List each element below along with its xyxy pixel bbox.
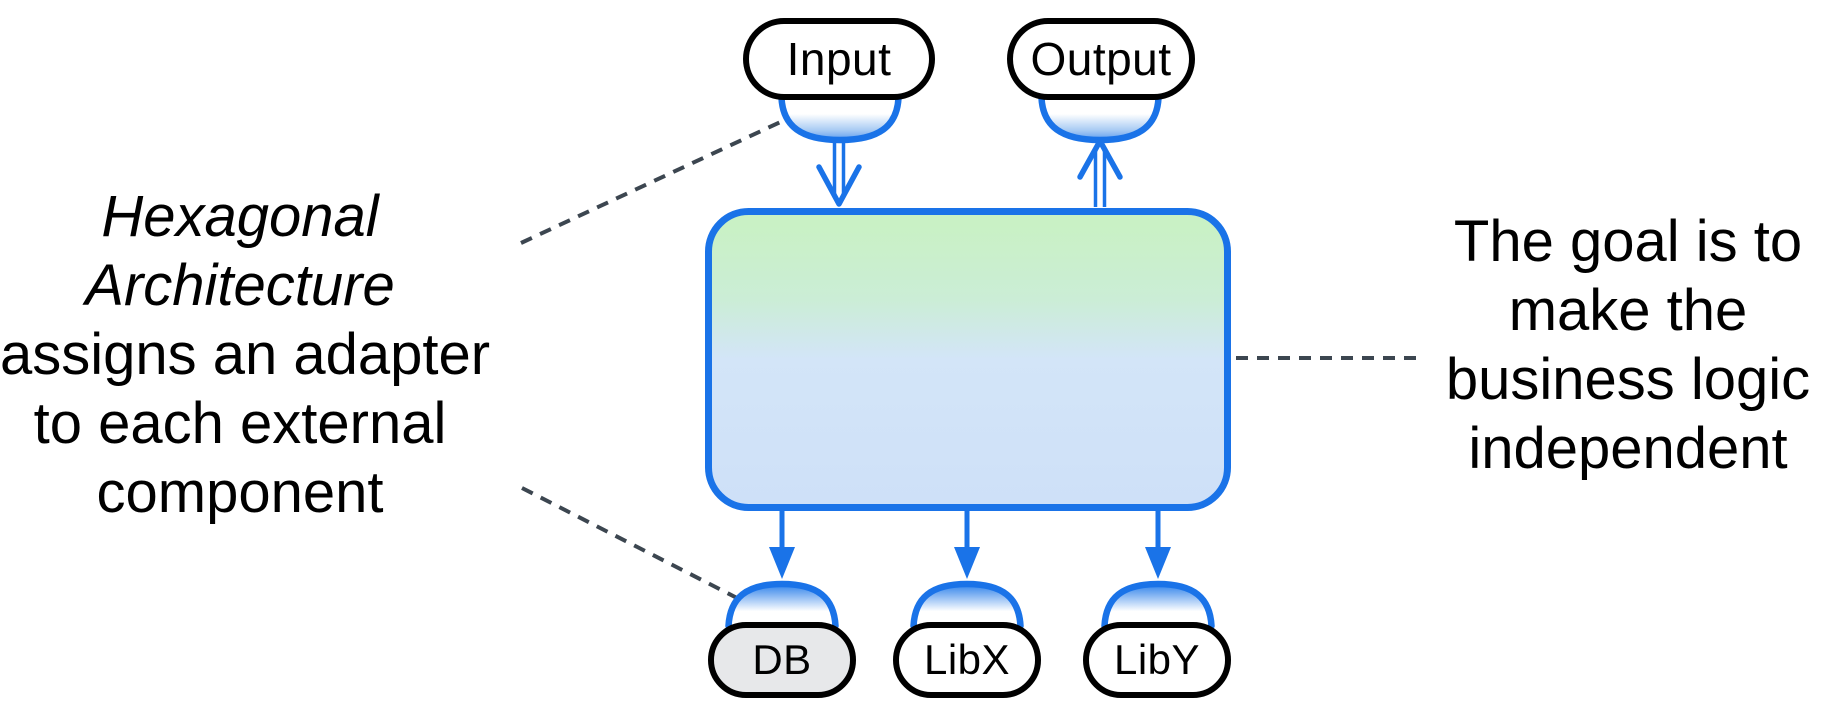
input-adapter	[778, 94, 902, 144]
db-node-label: DB	[752, 636, 812, 683]
callout-line-left-to-db-adapter	[521, 486, 738, 600]
input-flow-arrow	[816, 141, 862, 207]
output-adapter	[1038, 94, 1162, 144]
right-annotation-line: business logic	[1445, 347, 1811, 412]
right-annotation-line: The goal is to	[1453, 209, 1803, 274]
left-annotation-line: Hexagonal	[101, 184, 379, 249]
business-logic-box[interactable]	[705, 208, 1231, 511]
liby-node-label: LibY	[1113, 636, 1201, 683]
left-annotation-line: component	[96, 460, 384, 525]
input-node[interactable]: Input	[743, 18, 935, 100]
db-adapter	[725, 580, 839, 630]
right-annotation: The goal is to make the business logic i…	[1432, 207, 1824, 483]
libx-adapter	[910, 580, 1024, 630]
right-annotation-line: make the	[1508, 278, 1748, 343]
libx-node-label: LibX	[923, 636, 1011, 683]
db-arrow	[769, 511, 795, 579]
output-flow-arrow	[1077, 138, 1123, 207]
left-annotation: Hexagonal Architecture assigns an adapte…	[0, 182, 491, 527]
liby-arrow	[1145, 511, 1171, 579]
libx-arrow	[954, 511, 980, 579]
output-node[interactable]: Output	[1007, 18, 1195, 100]
left-annotation-line: to each external	[33, 391, 447, 456]
liby-node[interactable]: LibY	[1083, 622, 1231, 698]
output-node-label: Output	[1030, 33, 1172, 85]
callout-line-left-to-input-adapter	[520, 116, 790, 245]
liby-adapter	[1101, 580, 1215, 630]
left-annotation-line: assigns an adapter	[0, 322, 491, 387]
db-node[interactable]: DB	[708, 622, 856, 698]
left-annotation-line: Architecture	[85, 253, 395, 318]
libx-node[interactable]: LibX	[893, 622, 1041, 698]
right-annotation-line: independent	[1468, 416, 1788, 481]
input-node-label: Input	[786, 33, 892, 85]
